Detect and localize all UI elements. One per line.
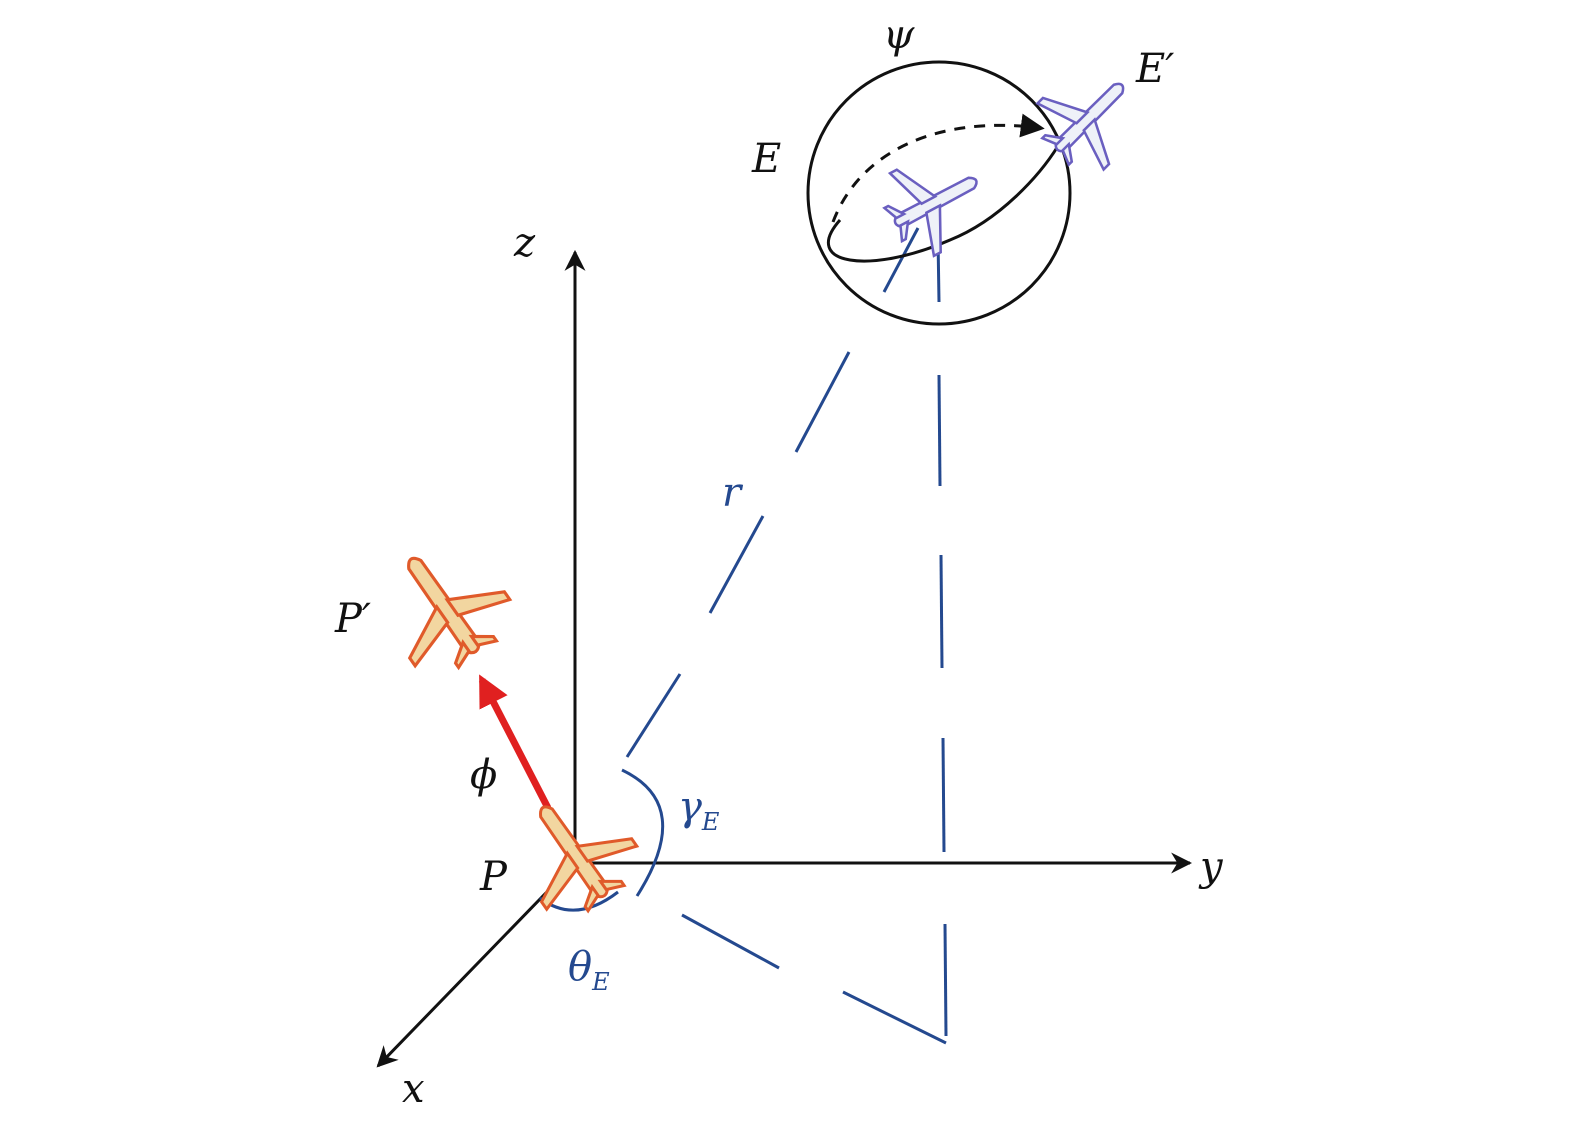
vertical-drop-segment: [939, 554, 944, 669]
labels: z y x P P′ E E′ ψ ϕ r γE θE: [334, 12, 1224, 1112]
evader-label: E: [751, 136, 781, 182]
pursuer-velocity-arrow: [478, 674, 552, 810]
y-axis-label: y: [1198, 844, 1224, 890]
range-line-segment: [882, 227, 920, 293]
turn-path-solid: [826, 145, 1060, 263]
phi-label: ϕ: [470, 752, 497, 798]
projection-segment: [681, 913, 780, 970]
turn-path-dashed: [831, 113, 1045, 223]
projection-segment: [842, 990, 947, 1045]
heading-sphere: [806, 60, 1072, 326]
construction-lines: [539, 227, 948, 1045]
range-line-segment: [708, 515, 765, 614]
evader-next-label: E′: [1135, 46, 1174, 92]
pursuer-label: P: [479, 854, 508, 900]
axes: [376, 249, 1193, 1068]
theta-symbol: θ: [568, 944, 592, 990]
pursuer-plane-next: [362, 524, 527, 689]
vertical-drop-segment: [937, 374, 942, 487]
pursuer-next-label: P′: [334, 596, 371, 642]
theta-label: θE: [568, 944, 610, 996]
psi-label: ψ: [883, 12, 915, 58]
range-line-segment: [794, 351, 851, 453]
gamma-angle-arc: [621, 768, 665, 897]
range-label: r: [722, 470, 744, 516]
range-line-segment: [625, 673, 682, 758]
x-axis-label: x: [402, 1066, 425, 1112]
z-axis-label: z: [513, 220, 536, 266]
vertical-drop-segment: [943, 923, 948, 1037]
gamma-label: γE: [678, 784, 720, 836]
x-axis-line: [376, 861, 577, 1068]
gamma-subscript: E: [701, 808, 720, 836]
theta-subscript: E: [591, 968, 610, 996]
evader-plane: [870, 137, 1000, 268]
vertical-drop-segment: [941, 737, 946, 853]
gamma-symbol: γ: [678, 784, 702, 830]
evader-sphere-group: [806, 60, 1072, 326]
